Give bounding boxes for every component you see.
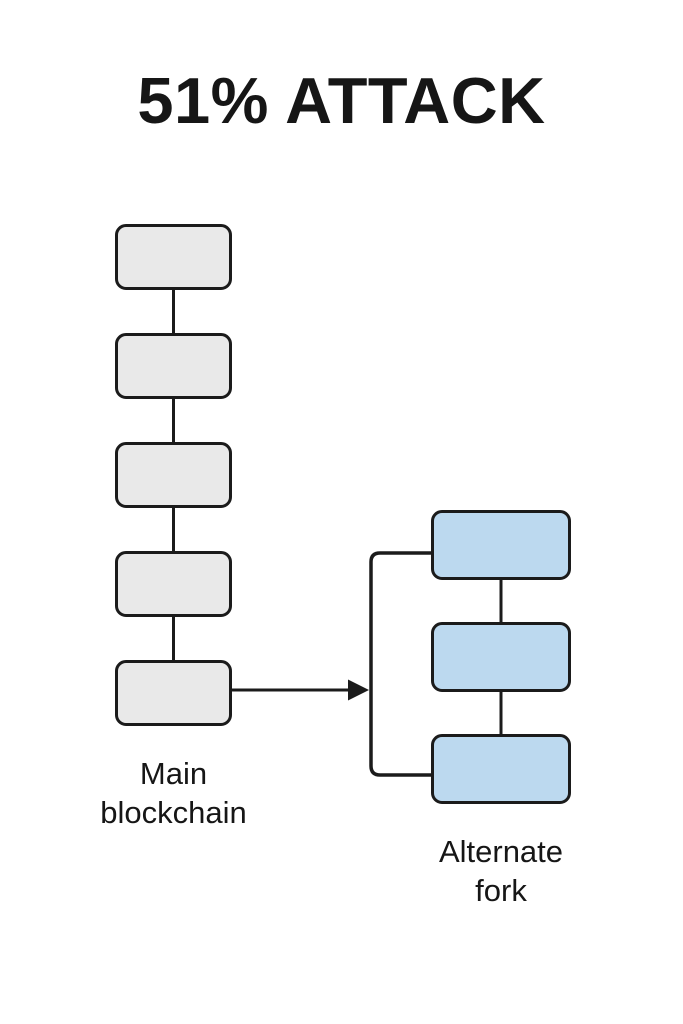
main-block-4	[115, 551, 232, 617]
main-block-2	[115, 333, 232, 399]
arrow-head-icon	[348, 679, 369, 701]
main-chain-label: Main blockchain	[60, 754, 287, 832]
fork-block-1	[431, 510, 571, 580]
main-block-3	[115, 442, 232, 508]
fork-label-line1: Alternate	[438, 834, 564, 869]
fork-bracket	[369, 551, 433, 777]
fork-label: Alternate fork	[391, 832, 611, 910]
main-block-1	[115, 224, 232, 290]
main-chain-label-line1: Main	[139, 756, 208, 791]
main-chain-label-line2: blockchain	[100, 795, 247, 830]
page-title: 51% ATTACK	[137, 64, 546, 137]
fork-block-2	[431, 622, 571, 692]
fork-block-3	[431, 734, 571, 804]
fork-label-line2: fork	[475, 873, 527, 908]
main-block-5	[115, 660, 232, 726]
